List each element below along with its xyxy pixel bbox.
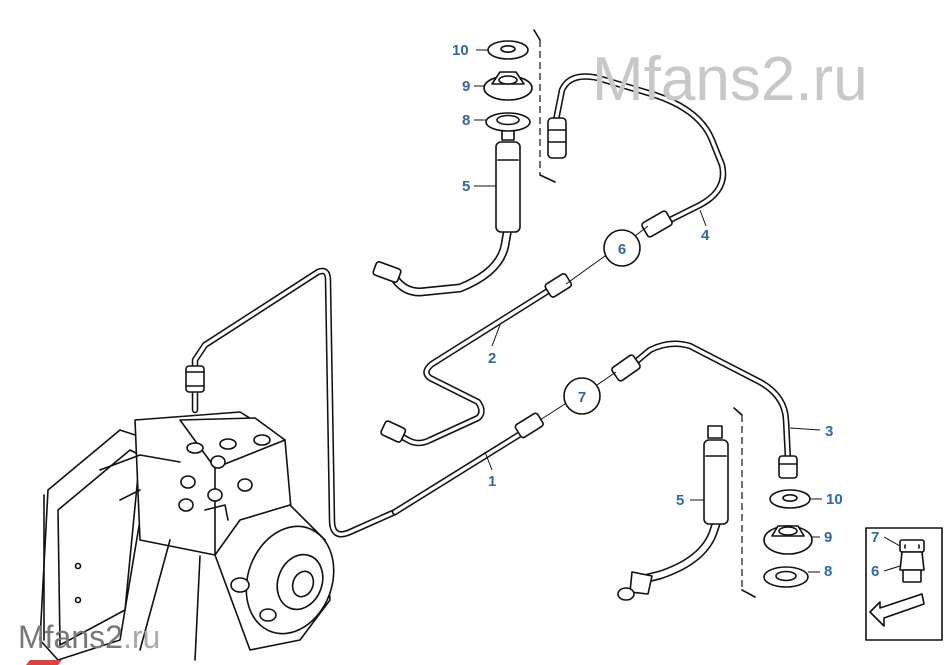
grommet-9-lower	[763, 525, 813, 555]
callout-5-lower: 5	[676, 492, 684, 509]
callout-6: 6	[618, 241, 626, 258]
callout-1: 1	[488, 473, 496, 490]
callout-7: 7	[578, 389, 586, 406]
watermark-top: Mfans2.ru	[592, 45, 868, 114]
washer-10-upper	[487, 40, 529, 60]
svg-text:Mfans2.ru: Mfans2.ru	[592, 45, 868, 114]
callout-4: 4	[701, 227, 710, 244]
callout-8-lower: 8	[824, 563, 832, 580]
brake-pipe-2	[380, 273, 573, 447]
callout-5-upper: 5	[462, 178, 470, 195]
watermark-stripe	[26, 660, 62, 665]
inset-callout-7: 7	[871, 529, 879, 546]
brake-hose-5-lower	[617, 407, 756, 601]
washer-8-lower	[763, 566, 809, 588]
callout-10-lower: 10	[826, 491, 843, 508]
callout-2: 2	[488, 350, 496, 367]
callout-8-upper: 8	[462, 112, 470, 129]
brake-pipe-4	[547, 73, 727, 238]
grommet-9-upper	[483, 71, 533, 101]
brake-pipe-3	[611, 340, 798, 479]
inset-callout-6: 6	[871, 563, 879, 580]
callout-6-circle	[603, 229, 641, 267]
watermark-bottom: Mfans2.ru	[18, 619, 160, 665]
abs-hydraulic-unit	[39, 411, 335, 661]
arrow-icon	[869, 593, 925, 627]
callout-7-circle	[563, 377, 601, 415]
inset-connector-box	[865, 527, 943, 641]
callout-10-upper: 10	[452, 42, 469, 59]
callout-group: 10 9 8 5 4 6 2 7 1 3 5 10 9 8 7 6	[452, 42, 901, 580]
callout-9-lower: 9	[824, 529, 832, 546]
callout-3: 3	[825, 423, 833, 440]
brake-pipe-routing	[185, 267, 399, 538]
washer-8-upper	[485, 112, 531, 132]
brake-pipe-1	[391, 412, 544, 516]
brake-hose-5-upper	[372, 29, 556, 297]
callout-9-upper: 9	[462, 78, 470, 95]
washer-10-lower	[769, 489, 811, 509]
svg-text:Mfans2.ru: Mfans2.ru	[18, 619, 160, 655]
